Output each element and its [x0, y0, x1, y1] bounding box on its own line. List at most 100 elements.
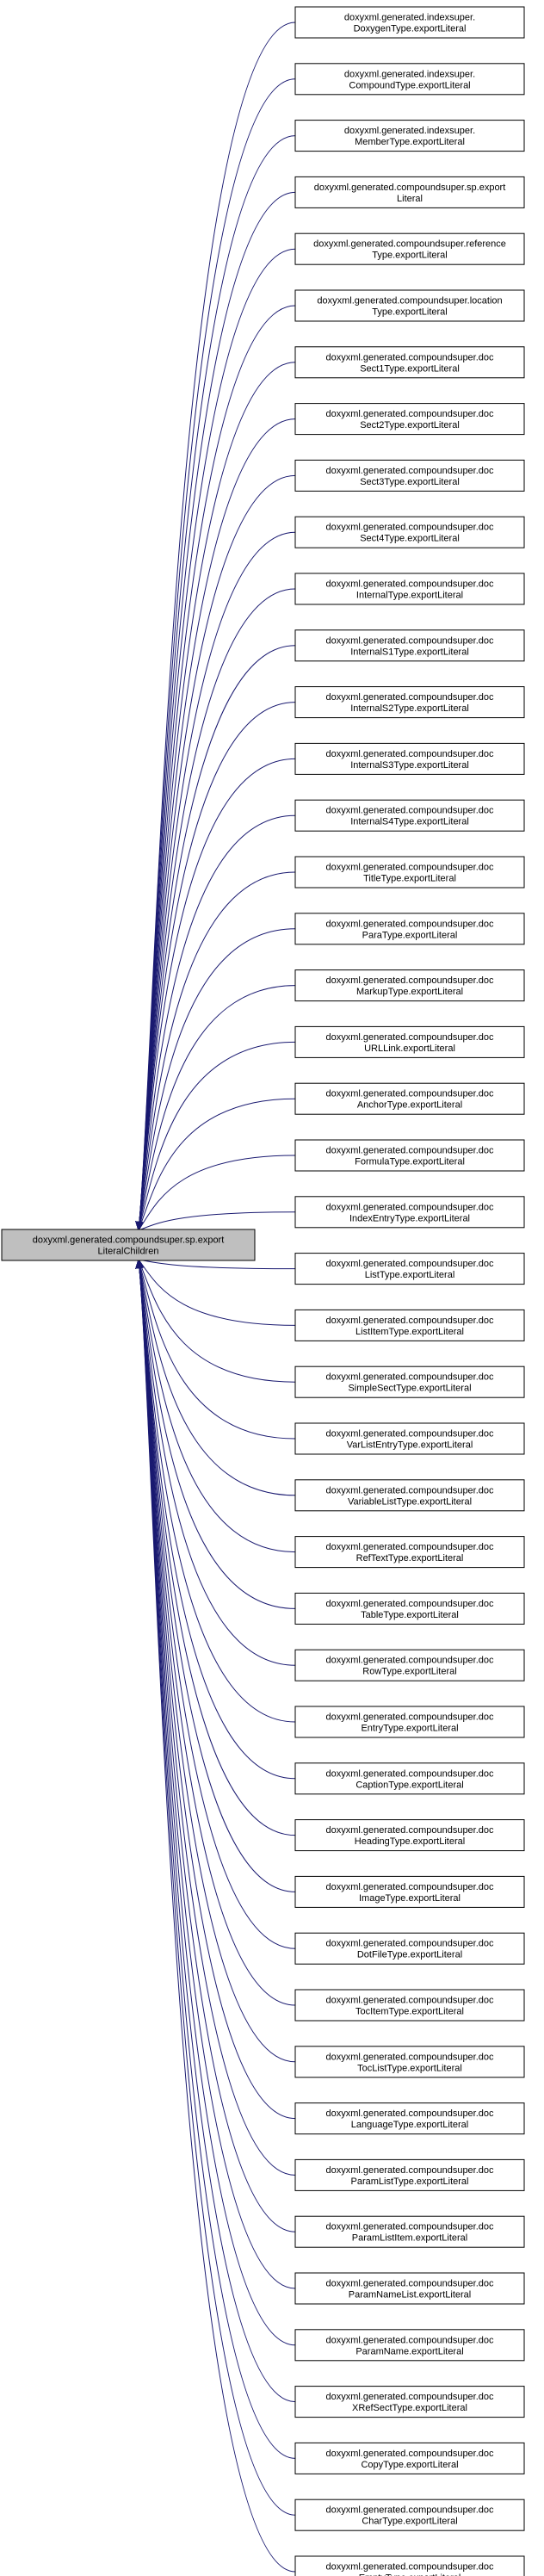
caller-node[interactable]: doxyxml.generated.compoundsuper.docEmpty…	[294, 2555, 525, 2576]
caller-node[interactable]: doxyxml.generated.compoundsuper.docXRefS…	[294, 2386, 525, 2418]
caller-node[interactable]: doxyxml.generated.compoundsuper.docCapti…	[294, 1762, 525, 1795]
caller-node[interactable]: doxyxml.generated.compoundsuper.docVaria…	[294, 1479, 525, 1512]
caller-node[interactable]: doxyxml.generated.compoundsuper.docSect2…	[294, 403, 525, 436]
caller-node[interactable]: doxyxml.generated.compoundsuper.location…	[294, 289, 525, 322]
caller-node-label-line: doxyxml.generated.compoundsuper.doc	[325, 749, 494, 759]
caller-node[interactable]: doxyxml.generated.compoundsuper.docSimpl…	[294, 1365, 525, 1398]
caller-node-box	[294, 1082, 525, 1115]
caller-node[interactable]: doxyxml.generated.compoundsuper.docRowTy…	[294, 1649, 525, 1681]
caller-node[interactable]: doxyxml.generated.compoundsuper.docListT…	[294, 1253, 525, 1285]
caller-node-label-line: doxyxml.generated.compoundsuper.doc	[325, 1485, 494, 1495]
caller-node[interactable]: doxyxml.generated.compoundsuper.docCharT…	[294, 2499, 525, 2531]
caller-node-box	[294, 232, 525, 265]
caller-node-label-line: ImageType.exportLiteral	[359, 1893, 461, 1904]
call-edge	[138, 1259, 296, 1383]
caller-node[interactable]: doxyxml.generated.compoundsuper.docHeadi…	[294, 1819, 525, 1852]
caller-node-label-line: Type.exportLiteral	[372, 307, 447, 318]
caller-node-label-line: ListType.exportLiteral	[365, 1270, 455, 1280]
caller-node-label-line: doxyxml.generated.compoundsuper.doc	[325, 2165, 494, 2176]
caller-node-label-line: RowType.exportLiteral	[362, 1667, 456, 1677]
caller-node[interactable]: doxyxml.generated.compoundsuper.docParam…	[294, 2215, 525, 2248]
caller-node[interactable]: doxyxml.generated.compoundsuper.docTocLi…	[294, 2046, 525, 2078]
caller-node-label-line: InternalS1Type.exportLiteral	[350, 647, 469, 657]
caller-node[interactable]: doxyxml.generated.compoundsuper.docInter…	[294, 799, 525, 832]
caller-node[interactable]: doxyxml.generated.compoundsuper.docVarLi…	[294, 1422, 525, 1455]
caller-node-box	[294, 1422, 525, 1455]
caller-node-label-line: doxyxml.generated.compoundsuper.doc	[325, 1259, 494, 1269]
caller-node-label-line: doxyxml.generated.compoundsuper.doc	[325, 2392, 494, 2402]
caller-node-label-line: doxyxml.generated.indexsuper.	[344, 69, 475, 79]
caller-node[interactable]: doxyxml.generated.compoundsuper.docTable…	[294, 1592, 525, 1625]
caller-node[interactable]: doxyxml.generated.indexsuper.DoxygenType…	[294, 6, 525, 39]
caller-node[interactable]: doxyxml.generated.compoundsuper.docRefTe…	[294, 1536, 525, 1569]
caller-node-box	[294, 1536, 525, 1569]
caller-node[interactable]: doxyxml.generated.compoundsuper.docFormu…	[294, 1139, 525, 1172]
caller-node-box	[294, 1989, 525, 2022]
caller-node-label-line: TocListType.exportLiteral	[357, 2063, 462, 2073]
caller-node[interactable]: doxyxml.generated.indexsuper.MemberType.…	[294, 120, 525, 152]
caller-node[interactable]: doxyxml.generated.compoundsuper.docInter…	[294, 686, 525, 719]
caller-node[interactable]: doxyxml.generated.compoundsuper.referenc…	[294, 232, 525, 265]
caller-node-label-line: doxyxml.generated.compoundsuper.doc	[325, 466, 494, 476]
caller-node-box	[294, 403, 525, 436]
caller-node-label-line: URLLink.exportLiteral	[364, 1043, 455, 1054]
call-edge	[138, 1259, 296, 1496]
caller-node[interactable]: doxyxml.generated.indexsuper.CompoundTyp…	[294, 63, 525, 96]
caller-node[interactable]: doxyxml.generated.compoundsuper.docEntry…	[294, 1706, 525, 1738]
caller-node[interactable]: doxyxml.generated.compoundsuper.docListI…	[294, 1309, 525, 1341]
caller-node[interactable]: doxyxml.generated.compoundsuper.docParam…	[294, 2272, 525, 2305]
root-node-box	[1, 1229, 256, 1261]
caller-node-label-line: doxyxml.generated.compoundsuper.doc	[325, 409, 494, 419]
caller-node[interactable]: doxyxml.generated.compoundsuper.docAncho…	[294, 1082, 525, 1115]
caller-node[interactable]: doxyxml.generated.compoundsuper.docParaT…	[294, 913, 525, 945]
caller-node[interactable]: doxyxml.generated.compoundsuper.docLangu…	[294, 2102, 525, 2135]
caller-node[interactable]: doxyxml.generated.compoundsuper.docSect3…	[294, 459, 525, 492]
caller-node-label-line: CopyType.exportLiteral	[361, 2460, 458, 2470]
caller-node[interactable]: doxyxml.generated.compoundsuper.docURLLi…	[294, 1025, 525, 1058]
caller-node-label-line: doxyxml.generated.compoundsuper.doc	[325, 523, 494, 533]
caller-node[interactable]: doxyxml.generated.compoundsuper.docTocIt…	[294, 1989, 525, 2022]
caller-node[interactable]: doxyxml.generated.compoundsuper.sp.expor…	[294, 176, 525, 208]
caller-node[interactable]: doxyxml.generated.compoundsuper.docMarku…	[294, 969, 525, 1002]
caller-node[interactable]: doxyxml.generated.compoundsuper.docParam…	[294, 2158, 525, 2191]
caller-node[interactable]: doxyxml.generated.compoundsuper.docInter…	[294, 573, 525, 605]
caller-node-label-line: doxyxml.generated.compoundsuper.doc	[325, 2279, 494, 2289]
caller-node-label-line: doxyxml.generated.compoundsuper.doc	[325, 2052, 494, 2062]
edges-layer	[135, 22, 296, 2573]
caller-node-label-line: ParamListType.exportLiteral	[351, 2177, 469, 2187]
caller-node[interactable]: doxyxml.generated.compoundsuper.docInter…	[294, 742, 525, 775]
caller-node-box	[294, 1762, 525, 1795]
call-edge	[138, 814, 296, 1231]
call-edge	[138, 1259, 296, 1270]
caller-node-label-line: ListItemType.exportLiteral	[355, 1327, 464, 1337]
caller-node[interactable]: doxyxml.generated.compoundsuper.docInter…	[294, 629, 525, 662]
caller-node-label-line: doxyxml.generated.compoundsuper.doc	[325, 1032, 494, 1043]
call-edge	[138, 191, 296, 1231]
caller-node-box	[294, 1932, 525, 1965]
caller-node-label-line: doxyxml.generated.compoundsuper.doc	[325, 2505, 494, 2516]
caller-node-label-line: doxyxml.generated.compoundsuper.doc	[325, 1599, 494, 1609]
caller-node[interactable]: doxyxml.generated.compoundsuper.docSect1…	[294, 346, 525, 379]
caller-node[interactable]: doxyxml.generated.compoundsuper.docSect4…	[294, 516, 525, 548]
call-edge	[138, 758, 296, 1231]
caller-node-box	[294, 120, 525, 152]
caller-node[interactable]: doxyxml.generated.compoundsuper.docIndex…	[294, 1196, 525, 1229]
caller-node[interactable]: doxyxml.generated.compoundsuper.docDotFi…	[294, 1932, 525, 1965]
caller-node[interactable]: doxyxml.generated.compoundsuper.docTitle…	[294, 856, 525, 889]
caller-node-label-line: InternalS3Type.exportLiteral	[350, 760, 469, 771]
root-node[interactable]: doxyxml.generated.compoundsuper.sp.expor…	[1, 1229, 256, 1261]
caller-node-label-line: VariableListType.exportLiteral	[348, 1496, 472, 1507]
caller-node[interactable]: doxyxml.generated.compoundsuper.docImage…	[294, 1875, 525, 1908]
caller-node[interactable]: doxyxml.generated.compoundsuper.docCopyT…	[294, 2442, 525, 2474]
caller-node-label-line: SimpleSectType.exportLiteral	[348, 1384, 471, 1394]
caller-node-label-line: XRefSectType.exportLiteral	[352, 2403, 467, 2413]
caller-node[interactable]: doxyxml.generated.compoundsuper.docParam…	[294, 2329, 525, 2362]
caller-node-label-line: TocItemType.exportLiteral	[355, 2007, 464, 2017]
caller-node-box	[294, 969, 525, 1002]
caller-node-box	[294, 516, 525, 548]
caller-node-box	[294, 63, 525, 96]
caller-node-label-line: doxyxml.generated.compoundsuper.doc	[325, 579, 494, 590]
caller-node-label-line: Type.exportLiteral	[372, 251, 447, 261]
caller-node-label-line: doxyxml.generated.compoundsuper.doc	[325, 1316, 494, 1326]
caller-node-label-line: doxyxml.generated.compoundsuper.doc	[325, 1768, 494, 1779]
